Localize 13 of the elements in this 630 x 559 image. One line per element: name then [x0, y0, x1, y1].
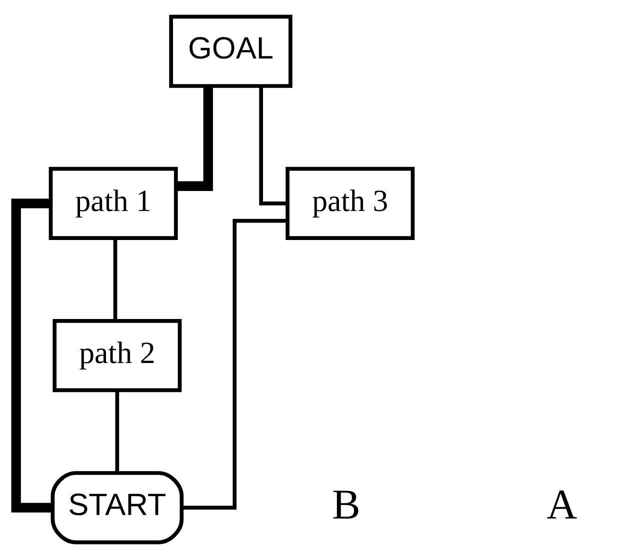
- connector: [259, 86, 288, 206]
- connector: [115, 390, 120, 472]
- node-box: path 3: [286, 166, 415, 240]
- node-box: GOAL: [169, 14, 292, 88]
- label: A: [546, 481, 578, 528]
- connector: [113, 238, 118, 320]
- node-box: path 1: [48, 166, 178, 240]
- connector: [182, 218, 287, 510]
- node-box: path 2: [52, 318, 182, 392]
- label: B: [332, 481, 360, 528]
- connector: [176, 86, 213, 191]
- node-box: START: [50, 471, 184, 544]
- connector: [11, 198, 53, 512]
